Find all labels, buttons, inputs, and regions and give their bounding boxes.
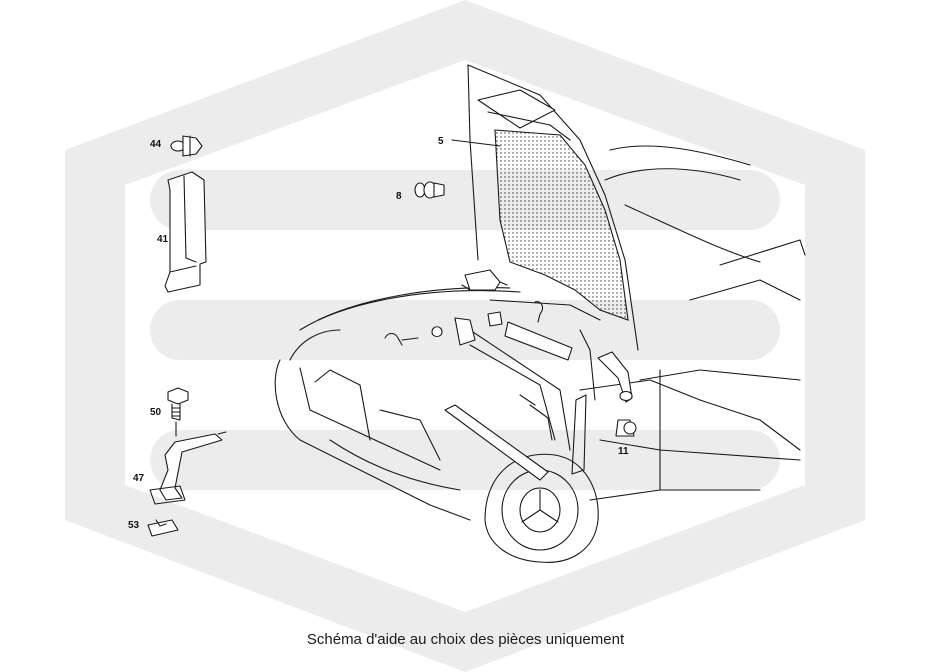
part-50-bolt[interactable] [167,387,189,437]
callout-8: 8 [396,191,402,202]
callout-47: 47 [133,473,145,484]
diagram-caption: Schéma d'aide au choix des pièces unique… [306,631,625,648]
callout-50: 50 [150,407,162,418]
part-47-bracket[interactable] [149,431,227,505]
callout-44: 44 [150,139,162,150]
part-11-buffer[interactable] [615,419,637,437]
callout-41: 41 [157,234,169,245]
callout-53: 53 [128,520,140,531]
part-44-push-clip[interactable] [170,135,203,157]
part-53-clip-nut[interactable] [147,519,179,537]
leader-5 [451,139,501,147]
car-body-outline [274,145,806,521]
callout-11: 11 [618,446,629,457]
part-5-hood-insulation[interactable] [467,64,639,351]
part-41-trim-panel[interactable] [164,171,207,293]
callout-5: 5 [438,136,444,147]
misc-small-parts [384,269,633,481]
part-8-clip[interactable] [414,181,445,199]
